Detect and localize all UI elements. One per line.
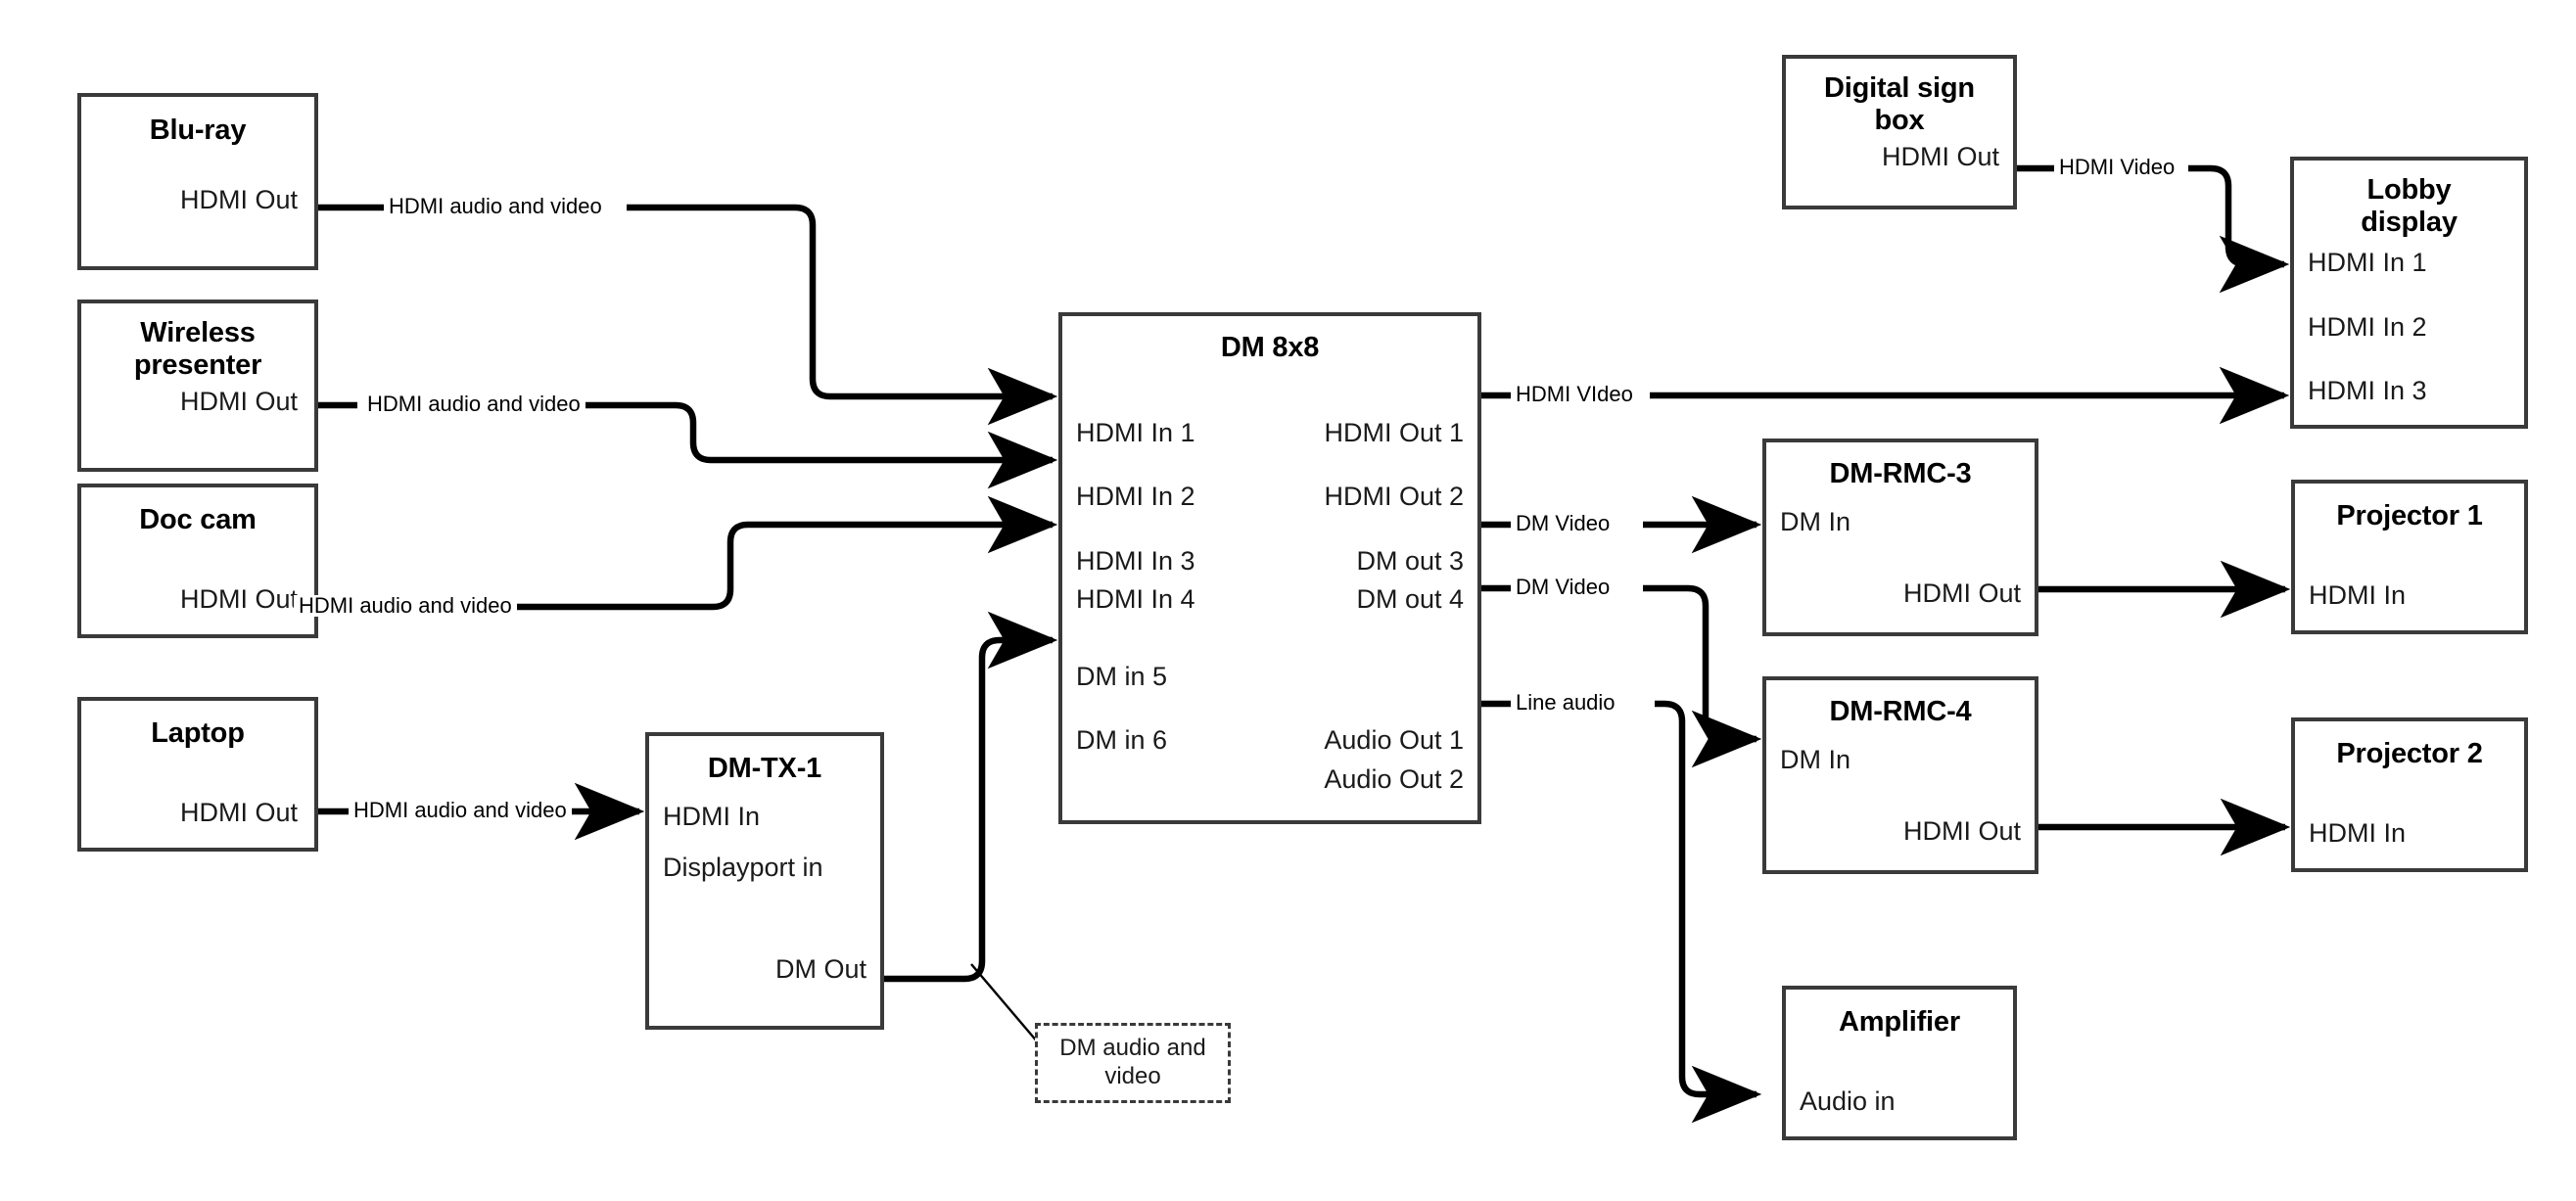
edge-label-wireless-to-hdmi-in-2: HDMI audio and video: [362, 393, 585, 415]
node-dm-tx-1[interactable]: DM-TX-1 HDMI In Displayport in DM Out: [645, 732, 884, 1030]
node-title: DM-RMC-3: [1829, 458, 1972, 489]
node-amplifier[interactable]: Amplifier Audio in: [1782, 986, 2017, 1140]
port-audio-in: Audio in: [1800, 1086, 1896, 1117]
port-dm-out: DM Out: [774, 954, 866, 985]
node-projector-2[interactable]: Projector 2 HDMI In: [2291, 717, 2528, 872]
node-title: DM-RMC-4: [1829, 696, 1972, 727]
port-hdmi-out: HDMI Out: [179, 584, 298, 615]
port-hdmi-out: HDMI Out: [1902, 578, 2021, 609]
port-displayport-in: Displayport in: [663, 852, 823, 882]
node-laptop[interactable]: Laptop HDMI Out: [77, 697, 318, 852]
port-hdmi-out: HDMI Out: [179, 798, 298, 828]
port-hdmi-out: HDMI Out: [1881, 142, 1999, 172]
node-title: Projector 1: [2336, 500, 2483, 531]
port-hdmi-out: HDMI Out: [1902, 816, 2021, 847]
node-dm-8x8[interactable]: DM 8x8 HDMI In 1 HDMI In 2 HDMI In 3 HDM…: [1058, 312, 1481, 824]
edge-label-audio-out-1-to-amplifier: Line audio: [1511, 692, 1620, 714]
node-bluray[interactable]: Blu-ray HDMI Out: [77, 93, 318, 270]
port-dm-in: DM In: [1780, 745, 1851, 775]
port-hdmi-in-2: HDMI In 2: [2308, 311, 2427, 342]
port-dm-in-5: DM in 5: [1076, 662, 1168, 692]
annotation-leader-line: [970, 963, 1039, 1043]
port-dm-out-3: DM out 3: [1356, 546, 1464, 577]
port-hdmi-in-2: HDMI In 2: [1076, 482, 1195, 512]
edge-label-bluray-to-hdmi-in-1: HDMI audio and video: [384, 196, 607, 217]
node-title: Doc cam: [139, 504, 257, 535]
edge-label-doccam-to-hdmi-in-3: HDMI audio and video: [294, 595, 517, 617]
port-hdmi-in-1: HDMI In 1: [2308, 248, 2427, 278]
port-hdmi-in-4: HDMI In 4: [1076, 584, 1195, 615]
node-doc-cam[interactable]: Doc cam HDMI Out: [77, 484, 318, 638]
annotation-line1: DM audio and: [1059, 1035, 1206, 1062]
node-title-line1: Wireless: [140, 317, 256, 348]
port-hdmi-in: HDMI In: [2309, 580, 2407, 611]
port-audio-out-1: Audio Out 1: [1324, 725, 1464, 756]
port-hdmi-in: HDMI In: [2309, 818, 2407, 849]
port-dm-in-6: DM in 6: [1076, 725, 1168, 756]
edge-label-dm-out-3-to-rmc3: DM Video: [1511, 513, 1616, 534]
edge-label-laptop-to-dm-tx-1: HDMI audio and video: [349, 800, 572, 821]
node-projector-1[interactable]: Projector 1 HDMI In: [2291, 480, 2528, 634]
node-title: Projector 2: [2336, 738, 2483, 769]
node-title-line2: display: [2361, 207, 2458, 239]
node-dm-rmc-4[interactable]: DM-RMC-4 DM In HDMI Out: [1762, 676, 2038, 874]
node-title: Laptop: [151, 717, 245, 749]
node-title-line2: box: [1874, 105, 1925, 137]
edge-label-sign-to-lobby: HDMI Video: [2054, 157, 2180, 178]
node-lobby-display[interactable]: Lobby display HDMI In 1 HDMI In 2 HDMI I…: [2290, 157, 2528, 429]
edge-label-dm-out-4-to-rmc4: DM Video: [1511, 577, 1616, 598]
port-hdmi-out-2: HDMI Out 2: [1324, 482, 1464, 512]
port-hdmi-in-3: HDMI In 3: [2308, 376, 2427, 406]
node-title: Blu-ray: [149, 115, 247, 146]
port-hdmi-out: HDMI Out: [179, 185, 298, 215]
node-title-line1: Digital sign: [1824, 72, 1975, 104]
node-title-line1: Lobby: [2366, 174, 2452, 206]
node-digital-sign-box[interactable]: Digital sign box HDMI Out: [1782, 55, 2017, 209]
annotation-dm-audio-and-video: DM audio and video: [1035, 1023, 1231, 1103]
port-dm-out-4: DM out 4: [1356, 584, 1464, 615]
port-hdmi-in-1: HDMI In 1: [1076, 418, 1195, 448]
port-hdmi-out: HDMI Out: [179, 387, 298, 417]
node-dm-rmc-3[interactable]: DM-RMC-3 DM In HDMI Out: [1762, 439, 2038, 636]
port-hdmi-in-3: HDMI In 3: [1076, 546, 1195, 577]
edge-label-hdmi-out-1-to-lobby: HDMI VIdeo: [1511, 384, 1638, 405]
port-audio-out-2: Audio Out 2: [1324, 764, 1464, 795]
node-title-line2: presenter: [133, 349, 262, 382]
node-title: Amplifier: [1839, 1006, 1960, 1038]
node-title: DM 8x8: [1220, 332, 1320, 363]
port-hdmi-out-1: HDMI Out 1: [1324, 418, 1464, 448]
node-wireless-presenter[interactable]: Wireless presenter HDMI Out: [77, 300, 318, 472]
annotation-line2: video: [1104, 1063, 1161, 1089]
node-title: DM-TX-1: [707, 753, 822, 784]
port-hdmi-in: HDMI In: [663, 802, 761, 832]
port-dm-in: DM In: [1780, 507, 1851, 537]
